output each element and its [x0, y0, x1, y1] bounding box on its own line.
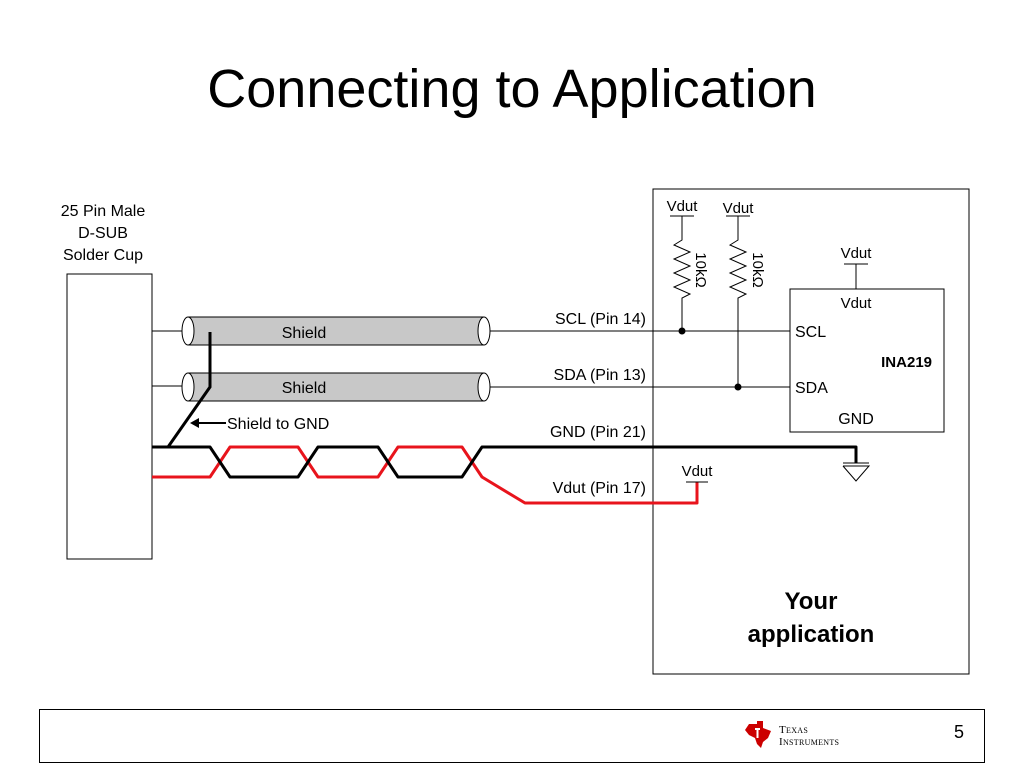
shield-label-scl: Shield: [282, 325, 326, 342]
ti-logo-line1: Texas: [779, 724, 809, 736]
your-application-line1: Your: [785, 588, 838, 615]
scl-junction: [678, 327, 686, 335]
sda-pin-label: SDA (Pin 13): [554, 367, 646, 384]
shield-cable-scl: Shield: [181, 316, 491, 346]
ina-vdut-pin: Vdut: [841, 295, 873, 312]
gnd-wire-black: [152, 445, 858, 479]
resistor-value-r2: 10kΩ: [749, 252, 766, 287]
vdut-label-r1: Vdut: [667, 198, 699, 215]
ina-sda-pin: SDA: [795, 380, 828, 397]
ti-logo: Texas Instruments: [743, 718, 883, 754]
application-box: [652, 188, 970, 675]
wiring-diagram: 25 Pin Male D-SUB Solder Cup Shield Shie…: [61, 188, 970, 675]
page-number: 5: [953, 722, 964, 742]
slide-footer: Texas Instruments 5: [39, 709, 985, 763]
pullup-resistor-sda: [728, 216, 748, 387]
vdut-label-ina: Vdut: [841, 245, 873, 262]
sda-junction: [734, 383, 742, 391]
ti-logo-line2: Instruments: [779, 736, 840, 748]
shield-label-sda: Shield: [282, 380, 326, 397]
resistor-value-r1: 10kΩ: [692, 252, 709, 287]
scl-pin-label: SCL (Pin 14): [555, 311, 646, 328]
ina-gnd-pin: GND: [838, 411, 874, 428]
ina-scl-pin: SCL: [795, 324, 826, 341]
connector-label-line3: Solder Cup: [63, 247, 143, 264]
ground-symbol: [842, 462, 871, 482]
slide-title: Connecting to Application: [207, 59, 817, 119]
vdut-label-r2: Vdut: [723, 200, 755, 217]
shield-to-gnd-label: Shield to GND: [227, 416, 329, 433]
gnd-pin-label: GND (Pin 21): [550, 424, 646, 441]
pullup-resistor-scl: [672, 216, 692, 331]
connector-label-line1: 25 Pin Male: [61, 203, 146, 220]
ti-state-icon: [745, 721, 771, 748]
dsub-connector: [66, 273, 153, 560]
your-application-line2: application: [748, 621, 875, 648]
shield-drain-wire: [166, 332, 212, 448]
vdut-supply-label: Vdut: [682, 463, 714, 480]
vdut-pin-label: Vdut (Pin 17): [553, 480, 646, 497]
ina219-chip: [789, 288, 945, 433]
ina-chip-name: INA219: [881, 354, 932, 371]
connector-label-line2: D-SUB: [78, 225, 128, 242]
shield-cable-sda: Shield: [181, 372, 491, 402]
